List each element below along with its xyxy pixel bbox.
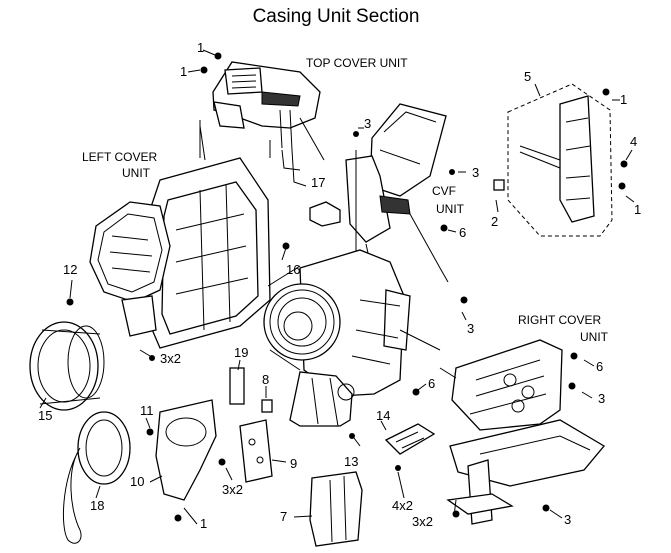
right-cover-unit-label-line2: UNIT [580,330,609,344]
part-17-block [309,201,341,227]
part-18-lens-cap-drawing [62,411,131,544]
left-cover-unit-label-line2: UNIT [122,166,151,180]
top-cover-unit-label: TOP COVER UNIT [306,56,408,70]
right-cover-unit-label-line1: RIGHT COVER [518,313,601,327]
callout-4: 4 [630,134,637,149]
callout-9: 9 [290,456,297,471]
cvf-unit-label-line1: CVF [432,184,456,198]
right-cover-unit-drawing [399,329,605,525]
part-9-plate-drawing [239,419,273,483]
callout-1: 1 [180,64,187,79]
callout-13: 13 [344,454,358,469]
part-8-piece [261,399,273,413]
part-19-sheet [229,367,245,405]
callout-3: 3 [472,165,479,180]
callout-3x2: 3x2 [412,514,433,529]
lens-and-main-body-drawing [263,249,411,427]
callout-19: 19 [234,345,248,360]
leader-lines [39,49,635,525]
part-10-grip-cover-drawing [155,399,217,501]
callout-18: 18 [90,498,104,513]
callout-10: 10 [130,474,144,489]
left-cover-unit-label-line1: LEFT COVER [82,150,157,164]
callout-2: 2 [491,214,498,229]
callout-1: 1 [634,202,641,217]
screws [66,52,628,522]
callout-11: 11 [140,403,154,418]
callout-3: 3 [564,512,571,527]
callout-14: 14 [376,408,390,423]
diagram-title: Casing Unit Section [253,6,420,27]
cvf-unit-drawing [345,103,449,283]
callout-3: 3 [364,116,371,131]
part-15-lens-ring-drawing [29,321,105,411]
part-7-cover-drawing [309,471,363,547]
callout-3x2: 3x2 [222,482,243,497]
callout-3: 3 [467,321,474,336]
part-5-plate-drawing [493,83,613,237]
callout-15: 15 [38,408,52,423]
callout-6: 6 [428,376,435,391]
cvf-unit-label-line2: UNIT [436,202,465,216]
top-cover-unit-drawing [199,61,325,187]
part-14-bracket-drawing [384,423,436,455]
callout-6: 6 [459,225,466,240]
callout-17: 17 [311,175,325,190]
callout-6: 6 [596,359,603,374]
callout-16: 16 [286,262,300,277]
callout-1: 1 [620,92,627,107]
callout-4x2: 4x2 [392,498,413,513]
callout-3: 3 [598,391,605,406]
callout-1: 1 [197,40,204,55]
callout-8: 8 [262,372,269,387]
callout-7: 7 [280,509,287,524]
callout-12: 12 [63,262,77,277]
callout-3x2: 3x2 [160,351,181,366]
callout-1: 1 [200,516,207,531]
left-cover-unit-drawing [89,120,271,349]
callout-5: 5 [524,69,531,84]
